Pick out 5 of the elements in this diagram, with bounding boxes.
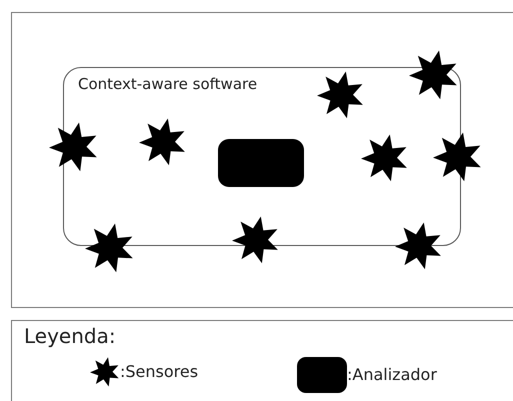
container-title: Context-aware software [78,74,258,95]
legend-text: :Sensores [120,361,198,383]
software-container-box [63,67,461,246]
legend-title: Leyenda: [24,324,116,349]
legend-text: :Analizador [347,364,437,386]
